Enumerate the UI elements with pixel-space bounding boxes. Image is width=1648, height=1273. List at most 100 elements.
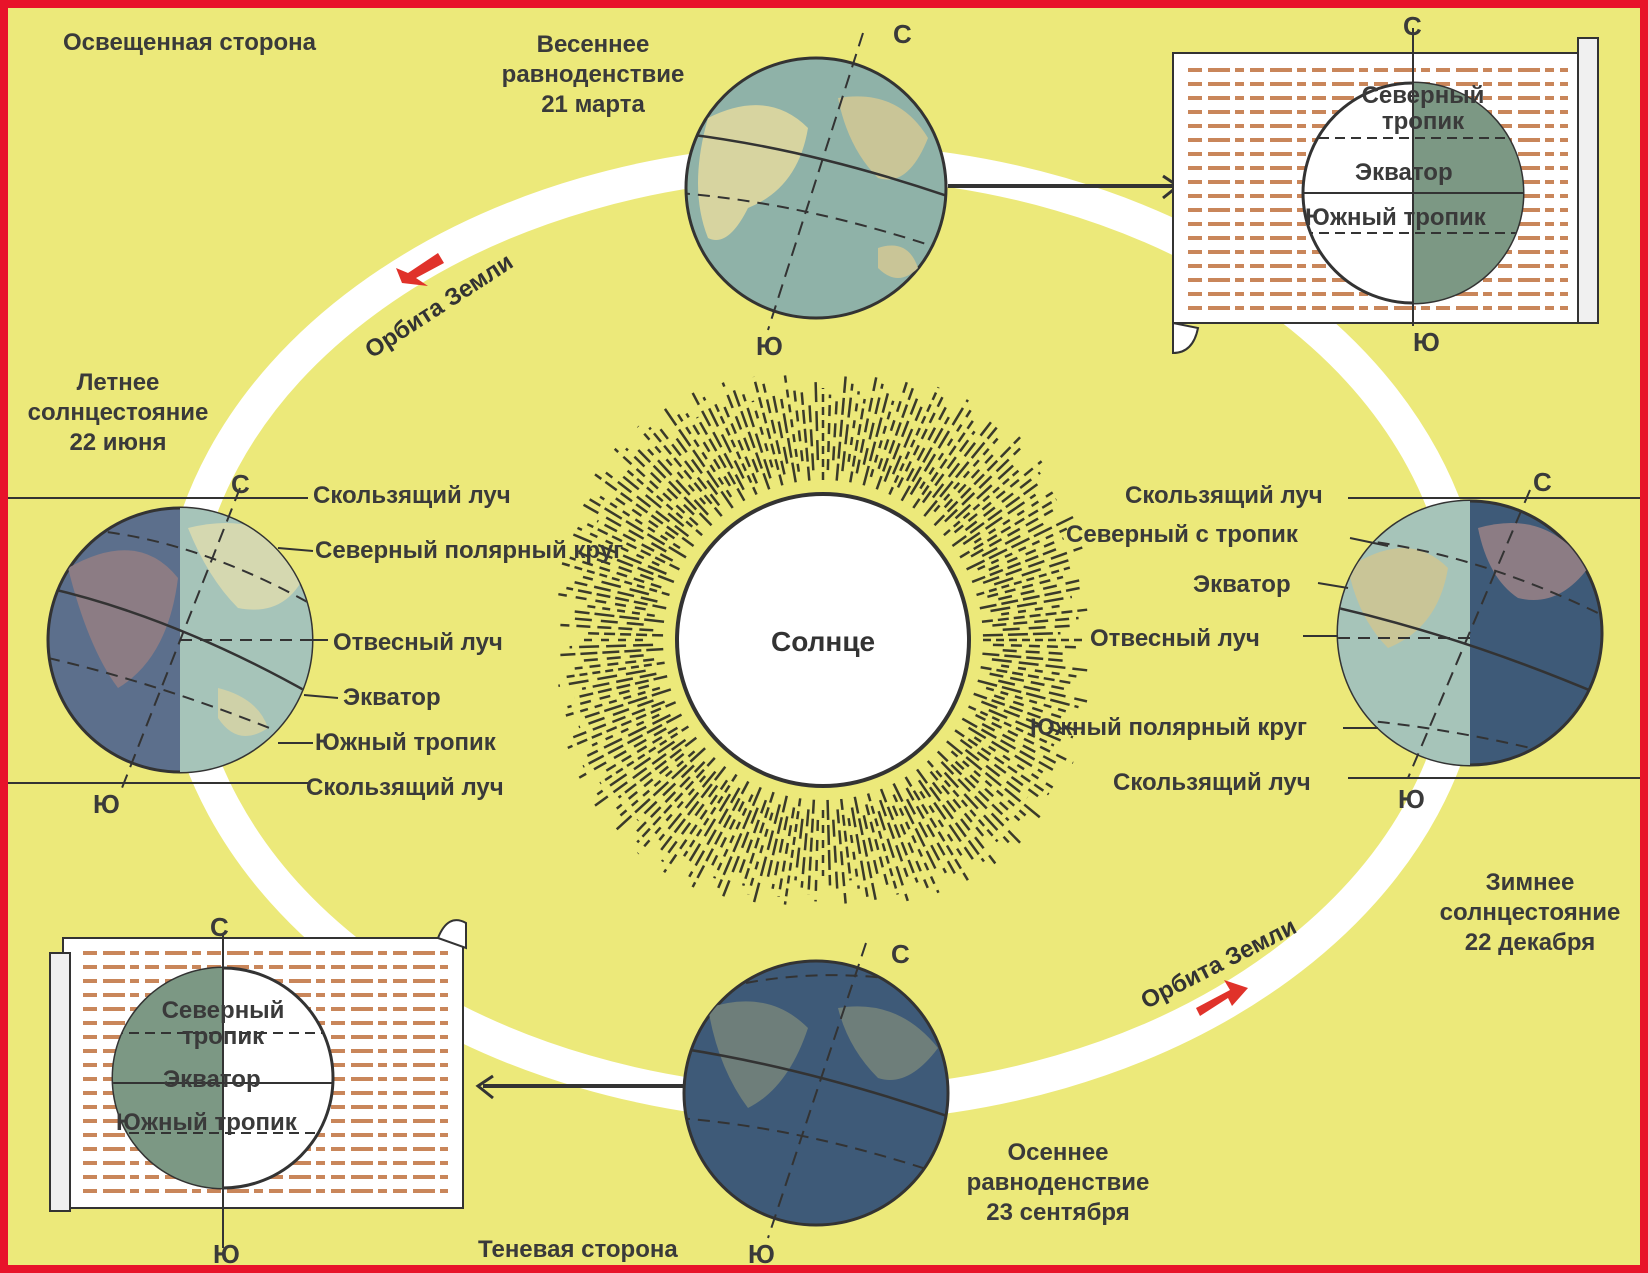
scroll-bottom-south: Ю — [213, 1239, 240, 1265]
sun-ray — [661, 784, 719, 863]
sun-ray — [826, 799, 832, 886]
summer-south-tropic: Южный тропик — [315, 729, 496, 756]
winter-line-1: Зимнее — [1485, 869, 1575, 896]
sun-ray — [762, 383, 786, 475]
sun-ray — [780, 398, 797, 483]
sun-ray — [636, 761, 706, 833]
winter-south: Ю — [1398, 784, 1425, 814]
sun-ray — [944, 447, 1021, 523]
sun-ray — [875, 387, 914, 490]
sun-ray — [931, 781, 997, 865]
sun-ray — [862, 815, 881, 881]
sun-ray — [888, 386, 940, 495]
summer-line-2: солнцестояние — [27, 399, 209, 426]
seasons-diagram — [8, 28, 1640, 1248]
sun-ray — [567, 684, 650, 709]
sun-ray — [989, 672, 1065, 691]
sun-ray — [892, 794, 940, 894]
sun-ray — [569, 643, 654, 649]
autumn-line-1: Осеннее — [1007, 1139, 1109, 1166]
sun-ray — [993, 556, 1077, 586]
sun-ray — [566, 586, 667, 610]
sun-ray — [566, 661, 665, 679]
sun-ray — [850, 807, 869, 897]
sun-ray — [588, 498, 687, 559]
sun-ray — [943, 771, 1010, 844]
sun-ray — [717, 786, 762, 889]
sun-ray — [732, 387, 771, 490]
sun-ray — [877, 378, 909, 470]
sun-ray — [835, 376, 847, 481]
sun-ray — [560, 686, 661, 719]
sun-ray — [877, 810, 909, 902]
scroll-bottom — [49, 919, 467, 1248]
summer-line-3: 22 июня — [69, 429, 167, 456]
sun-ray — [599, 495, 681, 550]
sun-ray — [826, 394, 832, 471]
sun-ray — [721, 807, 759, 898]
sun-ray — [892, 783, 937, 870]
sun-ray — [1000, 664, 1080, 679]
sun-ray — [847, 817, 860, 889]
sun-ray — [808, 401, 815, 471]
scroll-bottom-north: С — [210, 912, 229, 942]
sun-ray — [576, 526, 660, 567]
sun-ray — [832, 401, 838, 461]
sun-ray — [560, 561, 670, 597]
sun-ray — [946, 740, 1043, 820]
winter-vertical-ray: Отвесный луч — [1090, 625, 1260, 652]
sun-ray — [587, 547, 675, 584]
sun-ray — [916, 768, 985, 863]
sun-ray — [998, 577, 1088, 601]
sun-ray — [659, 428, 721, 507]
sun-ray — [581, 672, 657, 691]
sun-ray — [721, 382, 759, 473]
sun-ray — [954, 458, 1021, 520]
lit-side-label: Освещенная сторона — [63, 29, 317, 56]
sun-ray — [636, 764, 695, 822]
sun-ray — [977, 526, 1070, 571]
summer-arctic-circle: Северный полярный круг — [315, 537, 624, 564]
autumn-line-2: равноденствие — [966, 1169, 1150, 1196]
sun-ray — [961, 717, 1054, 771]
globe-autumn — [475, 942, 950, 1239]
sun-ray — [923, 426, 998, 517]
summer-vertical-ray: Отвесный луч — [333, 629, 503, 656]
scroll-bottom-north-tropic: Северный тропик — [148, 997, 298, 1051]
sun-ray — [836, 809, 847, 904]
sun-ray — [979, 586, 1080, 610]
sun-ray — [685, 793, 732, 868]
sun-ray — [967, 726, 1044, 774]
sun-ray — [659, 765, 727, 852]
sun-ray — [929, 770, 988, 841]
sun-ray — [912, 420, 974, 509]
sun-ray — [615, 752, 685, 810]
sun-ray — [636, 757, 716, 844]
scroll-top-north-tropic: Северный тропик — [1348, 82, 1498, 136]
sun-ray — [683, 773, 738, 857]
sun-ray — [586, 713, 671, 757]
sun-ray — [674, 409, 733, 498]
sun-ray — [950, 750, 1032, 821]
sun-ray — [741, 791, 775, 887]
sun-ray — [987, 575, 1064, 598]
sun-ray — [951, 482, 1039, 547]
sun-ray — [933, 437, 999, 513]
sun-ray — [917, 779, 974, 860]
summer-grazing-bottom: Скользящий луч — [306, 774, 504, 801]
sun-ray — [1002, 649, 1070, 656]
sun-ray — [691, 392, 745, 491]
sun-ray — [578, 551, 654, 581]
sun-ray — [558, 669, 646, 688]
sun-ray — [783, 798, 802, 905]
sun-ray — [879, 788, 919, 883]
sun-ray — [696, 416, 746, 502]
sun-ray — [794, 818, 804, 881]
sun-ray — [832, 819, 839, 895]
sun-ray — [636, 447, 713, 527]
summer-line-1: Летнее — [76, 369, 160, 396]
spring-line-2: равноденствие — [501, 61, 685, 88]
sun-ray — [584, 688, 672, 719]
sun-ray — [594, 738, 687, 807]
sun-ray — [878, 799, 909, 878]
